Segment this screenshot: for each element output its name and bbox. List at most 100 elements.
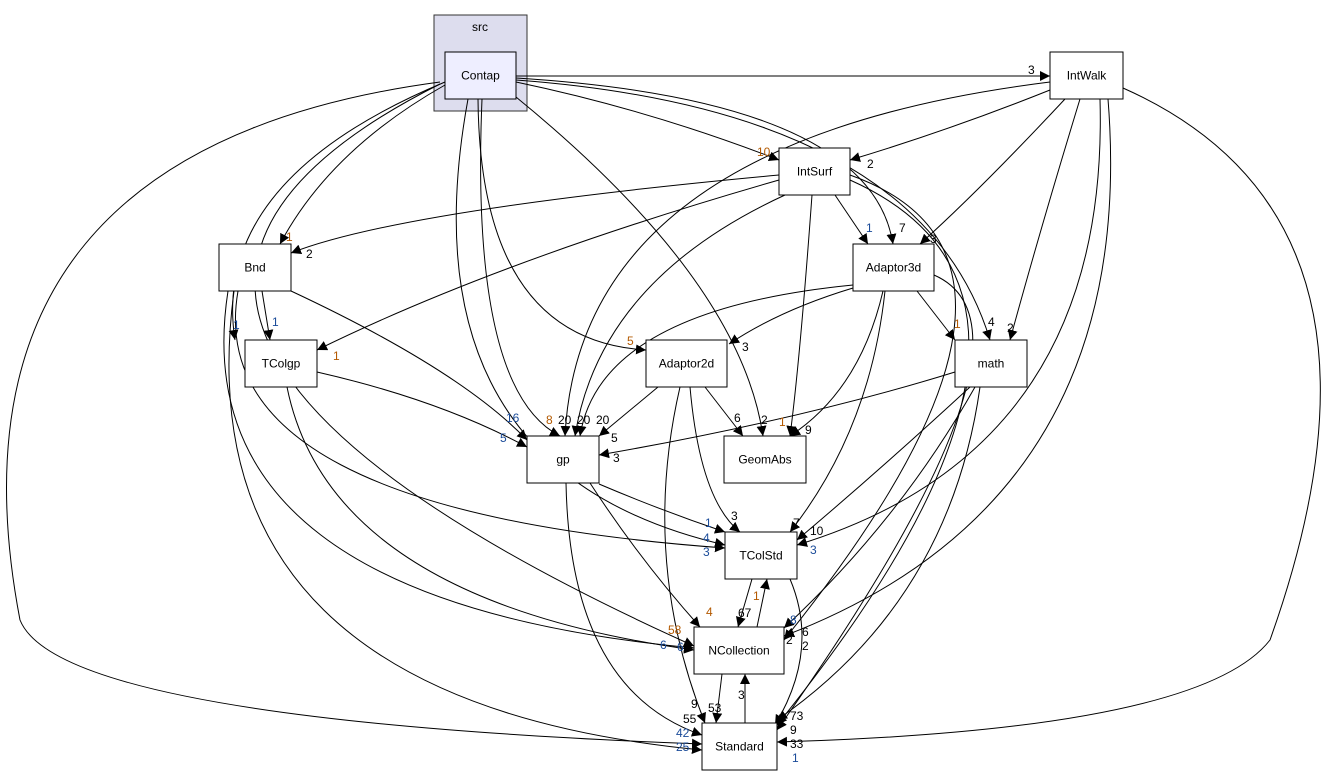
edge-label-Adaptor3d-to-gp[interactable]: 20: [596, 413, 610, 427]
edge-Adaptor2d-to-GeomAbs[interactable]: [704, 386, 744, 437]
edge-TColgp-to-gp[interactable]: [316, 371, 528, 448]
node-box[interactable]: [693, 626, 785, 675]
edge-Contap-to-Adaptor2d[interactable]: [477, 98, 647, 355]
edge-Bnd-to-NCollection[interactable]: [223, 290, 695, 653]
edge-label-Bnd-to-Standard[interactable]: 25: [676, 740, 690, 754]
edge-label-IntWalk-to-NCollection[interactable]: 6: [802, 625, 809, 639]
edge-label-IntSurf-to-Standard[interactable]: 73: [790, 709, 804, 723]
edge-Adaptor3d-to-GeomAbs[interactable]: [789, 290, 884, 437]
edge-label-Contap-to-Adaptor3d[interactable]: 7: [899, 221, 906, 235]
node-contap[interactable]: Contap: [444, 51, 517, 100]
edge-label-IntWalk-to-Adaptor3d[interactable]: 3: [930, 232, 937, 246]
edge-IntWalk-to-Adaptor3d[interactable]: [919, 98, 1066, 245]
edge-label-Contap-to-IntSurf[interactable]: 10: [757, 145, 771, 159]
edge-label-math-to-Standard[interactable]: 33: [790, 737, 804, 751]
edge-label-IntSurf-to-Bnd[interactable]: 2: [306, 247, 313, 261]
edge-label-TColgp-to-gp[interactable]: 5: [500, 431, 507, 445]
node-box[interactable]: [1049, 51, 1124, 100]
node-box[interactable]: [218, 243, 292, 292]
node-box[interactable]: [701, 722, 778, 771]
edge-IntSurf-to-gp[interactable]: [571, 194, 786, 437]
edge-IntWalk-to-TColStd[interactable]: [796, 98, 1101, 547]
edge-label-math-to-gp[interactable]: 3: [613, 451, 620, 465]
edge-TColgp-to-NCollection[interactable]: [286, 386, 695, 654]
node-ncollection[interactable]: NCollection: [693, 626, 785, 675]
edge-label-Standard-to-NCollection[interactable]: 3: [738, 688, 745, 702]
edge-Contap-to-GeomAbs[interactable]: [515, 96, 767, 437]
edge-Adaptor3d-to-TColStd[interactable]: [789, 290, 886, 533]
edge-IntWalk-to-IntSurf[interactable]: [849, 89, 1051, 162]
edge-Contap-to-Adaptor3d[interactable]: [515, 77, 897, 245]
edge-label-Bnd-to-TColStd[interactable]: 3: [703, 545, 710, 559]
node-adaptor2d[interactable]: Adaptor2d: [645, 339, 728, 388]
edge-label-TColStd-to-Standard[interactable]: 2: [786, 633, 793, 647]
node-bnd[interactable]: Bnd: [218, 243, 292, 292]
node-intsurf[interactable]: IntSurf: [778, 147, 851, 196]
edge-label-Adaptor3d-to-Standard[interactable]: 9: [790, 723, 797, 737]
edge-IntWalk-to-NCollection[interactable]: [783, 98, 1112, 638]
node-standard[interactable]: Standard: [701, 722, 778, 771]
edge-label-gp-to-NCollection[interactable]: 4: [706, 605, 713, 619]
edge-label-TColStd-to-NCollection[interactable]: 67: [738, 606, 752, 620]
edge-label-Bnd-to-NCollection[interactable]: 6: [660, 638, 667, 652]
edge-label-gp-to-TColStd[interactable]: 1: [705, 516, 712, 530]
edge-Adaptor2d-to-TColStd[interactable]: [689, 386, 741, 533]
edge-IntWalk-to-Standard[interactable]: [776, 87, 1321, 747]
edge-label-math-to-NCollection[interactable]: 8: [790, 613, 797, 627]
edge-label-IntWalk-to-IntSurf[interactable]: 2: [867, 157, 874, 171]
node-box[interactable]: [244, 339, 318, 388]
node-adaptor3d[interactable]: Adaptor3d: [852, 243, 935, 292]
edge-label-Adaptor2d-to-GeomAbs[interactable]: 6: [734, 411, 741, 425]
edge-label-Bnd-to-TColgp[interactable]: 1: [272, 315, 279, 329]
edge-label-IntWalk-to-TColStd[interactable]: 10: [810, 524, 824, 538]
node-geomabs[interactable]: GeomAbs: [723, 435, 807, 484]
edge-label-IntWalk-to-Standard[interactable]: 1: [792, 751, 799, 765]
edge-TColStd-to-Standard[interactable]: [774, 578, 803, 726]
edge-label-gp-to-Standard[interactable]: 55: [683, 712, 697, 726]
edge-label-IntSurf-to-NCollection[interactable]: 2: [802, 639, 809, 653]
edge-NCollection-to-TColStd[interactable]: [756, 578, 770, 628]
edge-label-Contap-to-Standard[interactable]: 42: [676, 726, 690, 740]
edge-Bnd-to-gp[interactable]: [290, 290, 528, 441]
edge-Bnd-to-TColStd[interactable]: [234, 290, 726, 553]
node-gp[interactable]: gp: [526, 435, 600, 484]
edge-label-Contap-to-Bnd[interactable]: 1: [286, 230, 293, 244]
edge-label-Bnd-to-gp[interactable]: 16: [506, 411, 520, 425]
node-box[interactable]: [526, 435, 600, 484]
edge-Contap-to-IntSurf[interactable]: [515, 81, 780, 162]
node-tcolstd[interactable]: TColStd: [724, 531, 798, 580]
edge-label-Contap-to-gp[interactable]: 8: [546, 413, 553, 427]
edge-Contap-to-TColgp[interactable]: [228, 81, 446, 341]
edge-label-TColgp-to-NCollection[interactable]: 6: [677, 640, 684, 654]
edge-gp-to-Standard[interactable]: [565, 482, 703, 737]
edge-Contap-to-gp[interactable]: [480, 98, 561, 437]
edge-label-Adaptor3d-to-GeomAbs[interactable]: 9: [805, 423, 812, 437]
edge-Bnd-to-TColgp[interactable]: [261, 290, 274, 341]
edge-Adaptor3d-to-gp[interactable]: [576, 284, 854, 437]
edge-IntSurf-to-Adaptor3d[interactable]: [834, 194, 869, 245]
edge-label-math-to-TColStd[interactable]: 3: [810, 543, 817, 557]
edge-label-Adaptor3d-to-TColStd[interactable]: 7: [793, 516, 800, 530]
edge-IntSurf-to-GeomAbs[interactable]: [786, 194, 813, 437]
edge-label-Contap-to-IntWalk[interactable]: 3: [1028, 63, 1035, 77]
edge-math-to-Standard[interactable]: [776, 386, 981, 721]
node-box[interactable]: [723, 435, 807, 484]
edge-label-Adaptor3d-to-Adaptor2d[interactable]: 3: [742, 340, 749, 354]
edge-Adaptor2d-to-gp[interactable]: [598, 386, 659, 437]
node-math[interactable]: math: [954, 339, 1028, 388]
node-box[interactable]: [954, 339, 1028, 388]
node-box[interactable]: [444, 51, 517, 100]
node-intwalk[interactable]: IntWalk: [1049, 51, 1124, 100]
edge-NCollection-to-Standard[interactable]: [712, 673, 723, 724]
edge-label-Adaptor2d-to-TColStd[interactable]: 3: [731, 509, 738, 523]
edge-IntWalk-to-gp[interactable]: [560, 81, 1051, 437]
edge-label-IntSurf-to-gp[interactable]: 20: [577, 413, 591, 427]
edge-label-NCollection-to-TColStd[interactable]: 1: [753, 589, 760, 603]
edge-IntWalk-to-math[interactable]: [1007, 98, 1081, 341]
edge-label-Adaptor2d-to-gp[interactable]: 5: [611, 431, 618, 445]
node-box[interactable]: [852, 243, 935, 292]
edge-label-Contap-to-math[interactable]: 4: [988, 315, 995, 329]
edge-label-IntWalk-to-gp[interactable]: 20: [558, 413, 572, 427]
edge-Adaptor3d-to-Adaptor2d[interactable]: [728, 287, 854, 345]
edge-label-IntWalk-to-math[interactable]: 2: [1007, 321, 1014, 335]
